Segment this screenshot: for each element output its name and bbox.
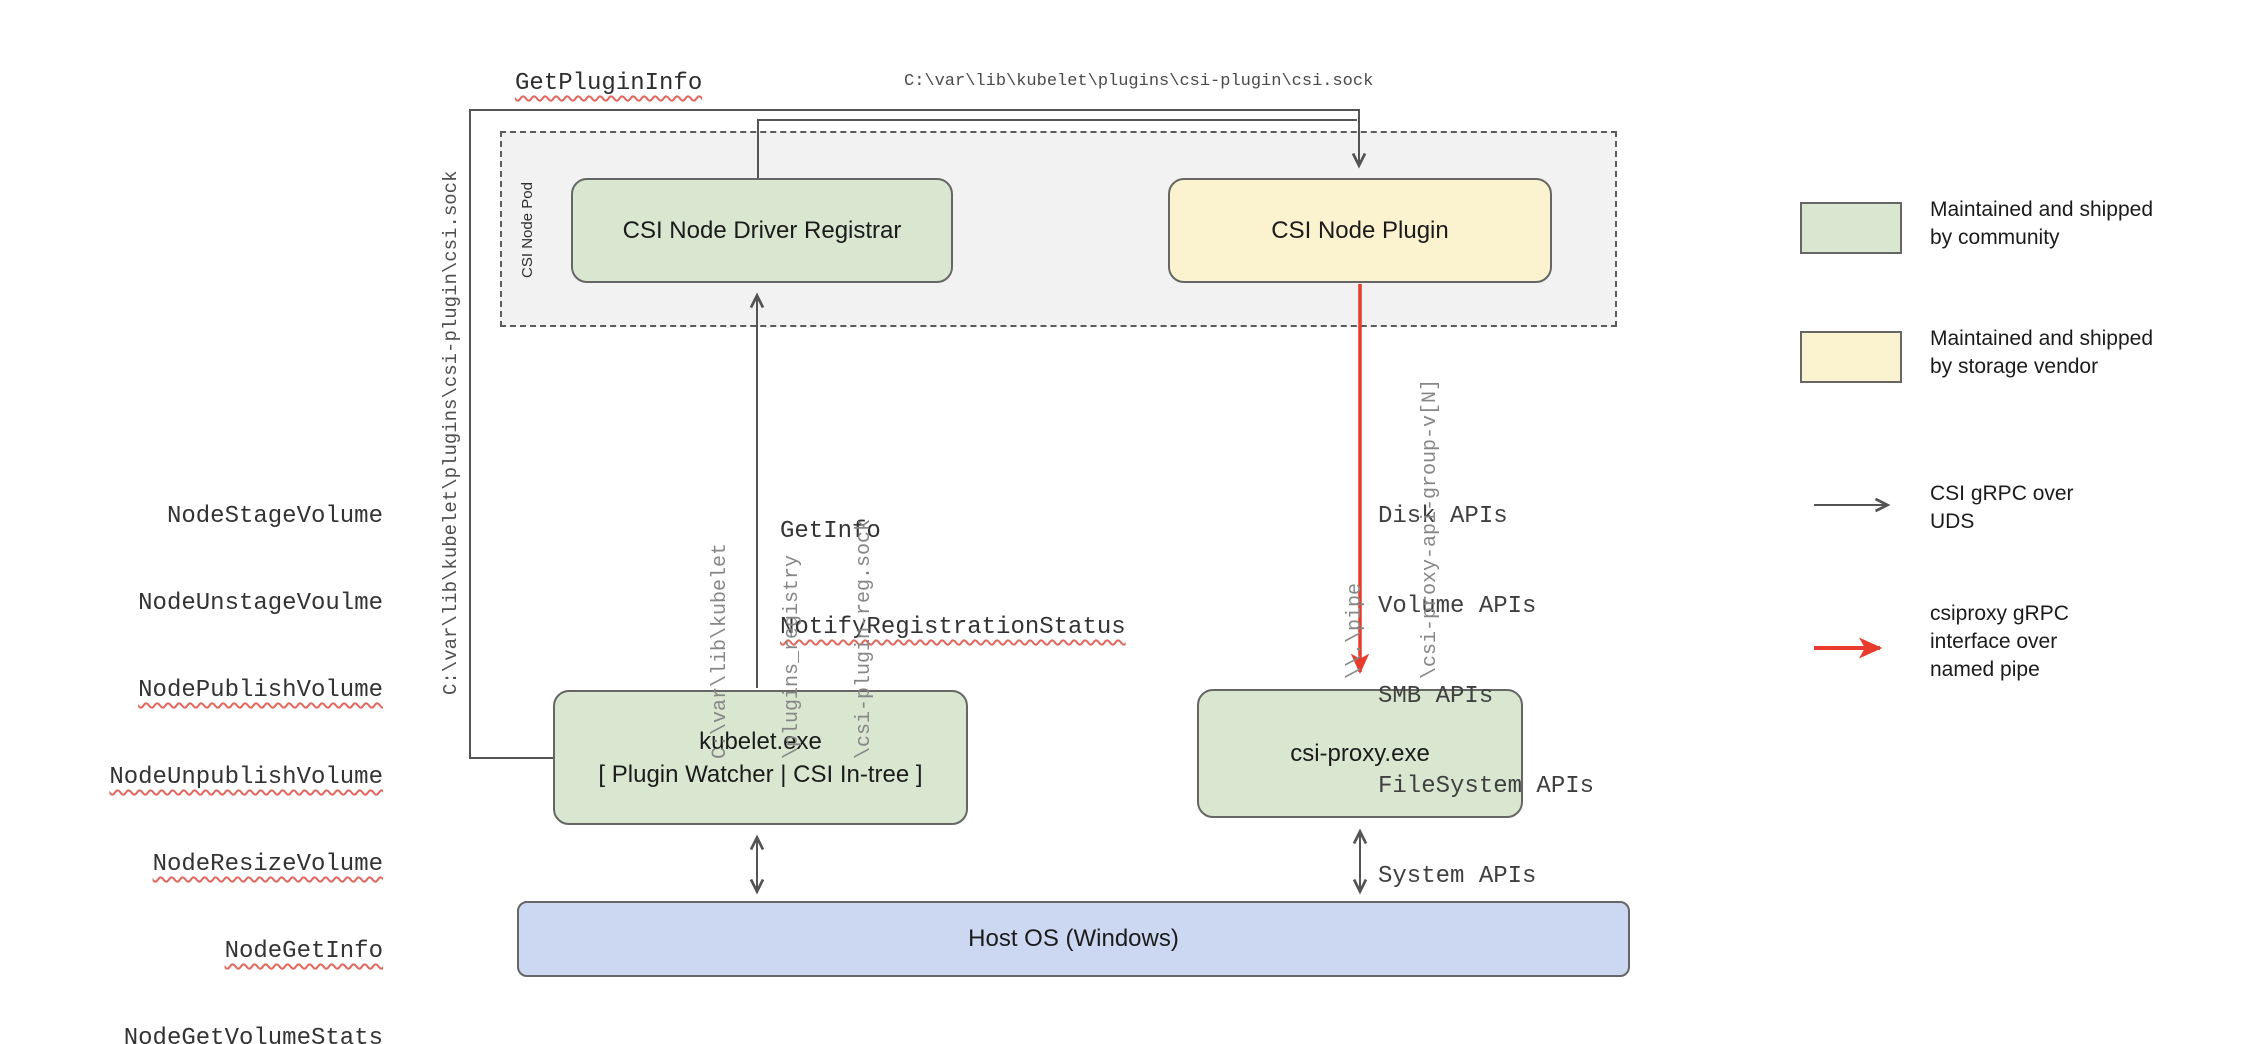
arrow-registrar-to-plugin-getplugininfo xyxy=(757,119,1357,178)
legend-community-line1: Maintained and shipped xyxy=(1930,198,2154,221)
pipe-path-line: \\.\pipe xyxy=(1344,582,1367,679)
legend-uds-label: CSI gRPC over UDS xyxy=(1930,480,2074,536)
legend-community-line2: by community xyxy=(1930,226,2060,249)
legend-uds-line1: CSI gRPC over xyxy=(1930,482,2074,505)
kubelet-box: kubelet.exe [ Plugin Watcher | CSI In-tr… xyxy=(553,690,968,825)
legend-namedpipe-label: csiproxy gRPC interface over named pipe xyxy=(1930,600,2069,684)
legend-vendor-line2: by storage vendor xyxy=(1930,355,2099,378)
legend-namedpipe-line2: interface over xyxy=(1930,630,2058,653)
csi-proxy-box: csi-proxy.exe xyxy=(1197,689,1523,818)
node-rpc-item: NodeUnstageVoulme xyxy=(138,590,383,617)
legend-namedpipe-line1: csiproxy gRPC xyxy=(1930,602,2069,625)
registry-sock-line: C:\var\lib\kubelet xyxy=(709,542,732,759)
getinfo-label: GetInfo xyxy=(780,518,881,545)
named-pipe-path-label: \\.\pipe \csi-proxy-api-group-v[N] xyxy=(1293,369,1442,679)
node-rpc-item: NodeGetInfo xyxy=(224,938,383,965)
registration-rpcs-label: GetInfo NotifyRegistrationStatus xyxy=(780,452,1126,708)
csi-sock-path-label-horizontal: C:\var\lib\kubelet\plugins\csi-plugin\cs… xyxy=(904,72,1374,91)
api-list-item: Volume APIs xyxy=(1378,593,1537,620)
legend-vendor-label: Maintained and shipped by storage vendor xyxy=(1930,325,2153,381)
arrow-kubelet-to-plugin-uds xyxy=(469,109,1367,759)
csi-node-plugin-box: CSI Node Plugin xyxy=(1168,178,1552,283)
plugin-registry-sock-label: C:\var\lib\kubelet \plugins_registry \cs… xyxy=(661,479,876,759)
node-rpc-item: NodeUnpublishVolume xyxy=(109,764,383,791)
legend-vendor-swatch xyxy=(1800,331,1902,383)
csi-sock-path-label-vertical: C:\var\lib\kubelet\plugins\csi-plugin\cs… xyxy=(440,170,462,696)
csi-node-pod-label: CSI Node Pod xyxy=(519,182,536,278)
kubelet-label-line2: [ Plugin Watcher | CSI In-tree ] xyxy=(598,760,923,788)
node-rpc-item: NodeStageVolume xyxy=(166,503,383,530)
host-os-box: Host OS (Windows) xyxy=(517,901,1630,977)
api-list-item: Disk APIs xyxy=(1378,503,1508,530)
registrar-label: CSI Node Driver Registrar xyxy=(622,216,902,244)
registry-sock-line: \plugins_registry xyxy=(781,554,804,759)
node-rpc-item: NodeResizeVolume xyxy=(152,851,383,878)
csi-proxy-api-list: Disk APIs Volume APIs SMB APIs FileSyste… xyxy=(1378,442,1594,952)
pipe-path-line: \csi-proxy-api-group-v[N] xyxy=(1419,378,1442,679)
legend-community-label: Maintained and shipped by community xyxy=(1930,196,2153,252)
legend-namedpipe-line3: named pipe xyxy=(1930,658,2040,681)
legend-vendor-line1: Maintained and shipped xyxy=(1930,327,2154,350)
getplugininfo-label: GetPluginInfo xyxy=(515,70,703,97)
legend-community-swatch xyxy=(1800,202,1902,254)
legend-uds-line2: UDS xyxy=(1930,510,1975,533)
registry-sock-line: \csi-plugin-reg.sock xyxy=(853,518,876,759)
node-rpc-list: NodeStageVolume NodeUnstageVoulme NodePu… xyxy=(60,444,383,1044)
api-list-item: FileSystem APIs xyxy=(1378,773,1595,800)
api-list-item: SMB APIs xyxy=(1378,683,1494,710)
node-rpc-item: NodeGetVolumeStats xyxy=(123,1025,383,1044)
plugin-label: CSI Node Plugin xyxy=(1271,216,1449,244)
notifyregistrationstatus-label: NotifyRegistrationStatus xyxy=(780,614,1126,641)
csi-node-driver-registrar-box: CSI Node Driver Registrar xyxy=(571,178,953,283)
kubelet-label-line1: kubelet.exe xyxy=(699,727,822,755)
csi-proxy-label: csi-proxy.exe xyxy=(1290,739,1430,767)
host-os-label: Host OS (Windows) xyxy=(968,925,1179,952)
node-rpc-item: NodePublishVolume xyxy=(138,677,383,704)
api-list-item: System APIs xyxy=(1378,863,1537,890)
